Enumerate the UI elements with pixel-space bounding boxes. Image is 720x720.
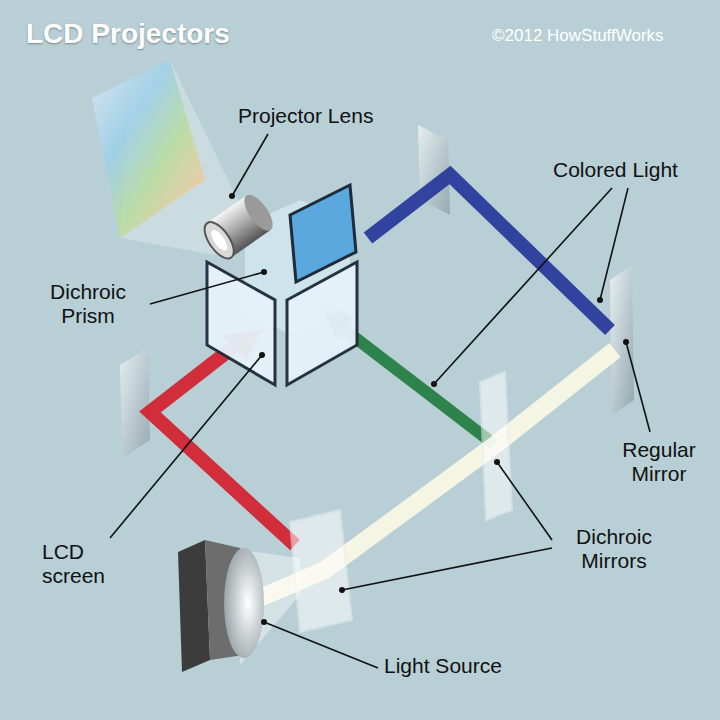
part-label: Colored Light bbox=[553, 158, 678, 182]
part-label: Light Source bbox=[384, 654, 502, 678]
leader-dot bbox=[261, 619, 267, 625]
lens-glass bbox=[208, 228, 230, 253]
leader-line bbox=[232, 134, 268, 196]
watermark: ©2012 HowStuffWorks bbox=[492, 26, 664, 46]
part-label: Dichroic Mirrors bbox=[556, 525, 672, 573]
leader-dot bbox=[623, 339, 629, 345]
leader-line bbox=[150, 272, 264, 304]
green-beam bbox=[345, 330, 495, 445]
diagram-title: LCD Projectors bbox=[26, 18, 230, 50]
leader-line bbox=[434, 188, 612, 384]
leader-dot bbox=[259, 352, 265, 358]
leader-line bbox=[626, 342, 650, 432]
projected-image bbox=[92, 60, 205, 238]
leader-lines bbox=[110, 134, 650, 668]
regular-mirror bbox=[610, 265, 634, 415]
part-label: Dichroic Prism bbox=[32, 280, 144, 328]
lcd-panel-red bbox=[207, 262, 275, 385]
lens-back bbox=[239, 190, 278, 235]
lens-front bbox=[199, 217, 239, 263]
left-mirror bbox=[120, 348, 150, 458]
leader-line bbox=[600, 188, 628, 300]
dichroic-mirror bbox=[480, 372, 512, 520]
part-label: LCD screen bbox=[42, 540, 122, 588]
part-label: Regular Mirror bbox=[604, 438, 714, 486]
leader-line bbox=[497, 462, 552, 540]
leader-dot bbox=[494, 459, 500, 465]
leader-dots bbox=[229, 193, 629, 625]
blue-beam bbox=[368, 175, 610, 330]
leader-line bbox=[110, 355, 262, 538]
leader-line bbox=[342, 548, 552, 590]
leader-dot bbox=[339, 587, 345, 593]
leader-line bbox=[264, 622, 378, 668]
leader-dot bbox=[261, 269, 267, 275]
lamp-reflector bbox=[224, 548, 264, 658]
projector-lens bbox=[199, 190, 278, 263]
part-label: Projector Lens bbox=[238, 104, 373, 128]
lcd-panel-green bbox=[287, 262, 357, 385]
leader-dot bbox=[229, 193, 235, 199]
leader-dot bbox=[597, 297, 603, 303]
lamp-housing bbox=[178, 540, 210, 672]
leader-dot bbox=[431, 381, 437, 387]
